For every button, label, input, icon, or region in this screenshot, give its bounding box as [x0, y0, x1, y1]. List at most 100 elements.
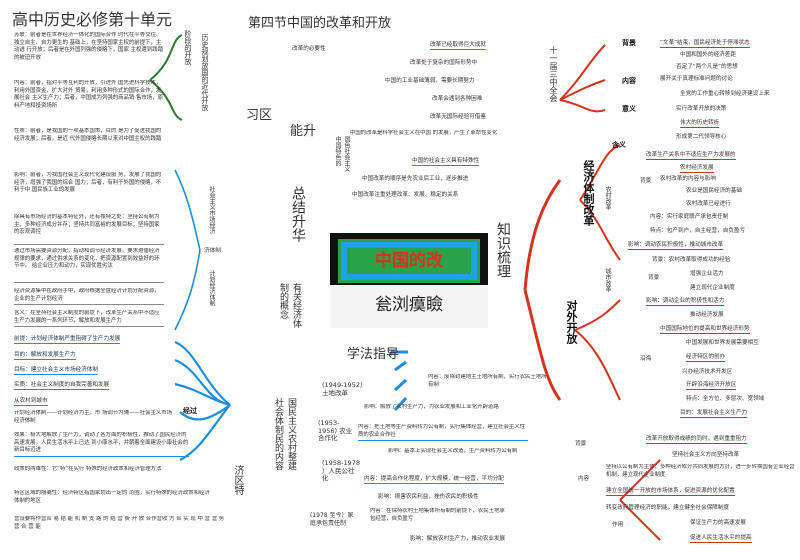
- right-item-4: 全党的工作重心转移到经济建设上来: [680, 91, 770, 97]
- right-item-26: 特点：全方位、多层次、宽领域: [686, 396, 765, 402]
- right-item-33: 保证生产力的高速发展: [690, 520, 746, 526]
- banner-sign-frame: 中国的改: [338, 239, 480, 283]
- left-block-6: 通过市场需要资源分配，指动和调节经济发展。要求遵循经济规律的要求，通过供求关系的…: [14, 248, 164, 283]
- right-item-2: 否定了“两个凡是”的思想: [676, 64, 738, 70]
- left-list-7: 政策的两维性：它“特”在实行 特殊的经济政策和经济管理方法: [14, 466, 162, 472]
- mid-bullet-3: 改革会遇到各种困难: [432, 96, 483, 102]
- label-background-4: 背景: [575, 441, 587, 447]
- right-item-20: 推动经济发展: [690, 312, 724, 318]
- right-item-16: 背景：农村改革取得成功的经验: [652, 257, 731, 263]
- right-item-18: 建立现代企业制度: [690, 285, 735, 291]
- right-item-9: 农村经济发展: [680, 165, 714, 174]
- period-0-item-0: 内容：废除封建地主土地所有制，实行农民土地所有制: [428, 374, 547, 388]
- label-content-2: 内容: [578, 476, 590, 482]
- right-item-30: 坚持以公有制为主体，多种经济成分共同发展的方针，进一步转换国有企业经营机制，建立…: [606, 464, 795, 478]
- right-item-22: 中国发展和世界发展需要相互: [686, 340, 759, 346]
- right-item-21: 中国国际地位的提高和世界经济形势: [660, 326, 750, 335]
- right-item-14: 特点：包产到户，自主经营，自负盈亏: [650, 228, 746, 234]
- label-rural: 农村改革: [604, 186, 611, 210]
- label-meaning: 含义: [612, 141, 626, 149]
- left-block-5: 除具有市场经济的基本特征外，还有独特之处：坚持公有制为主，多种经济成分并存；坚持…: [14, 214, 164, 245]
- reform-title: 经济体制改革: [582, 160, 595, 226]
- left-list-4: 从农村到城市: [14, 398, 48, 407]
- period-0-years: (1949-1952）土地改革: [322, 382, 367, 397]
- right-item-24: 兴办经济技术开发区: [682, 369, 733, 375]
- right-item-0: “文革”结束，国民经济处于停滞状态: [660, 40, 750, 49]
- right-item-12: 农村改革已经进行: [686, 201, 731, 207]
- study-guide: 学法指导: [347, 347, 400, 362]
- third-plenum: 十一届三中全会: [549, 46, 558, 102]
- period-2-item-1: 影响：损害农民利益，挫伤农民的积极性: [378, 494, 479, 500]
- right-item-23: 经济特区的创办: [686, 354, 726, 363]
- left-block-8: 含义：在坚持社会主义制度的前提下，改革生产关系中不适应生产力发展的一系列环节，解…: [14, 310, 164, 327]
- left-list-8: 特区区域的隔离性：经济特区指国家划出一定的 范围，实行特殊的经济政策和经济体制的…: [14, 490, 210, 504]
- left-block-1: 苏联：前者是在世界经济一体化的国际合作 时代在平等交往、独立自主、自力更生的 基…: [14, 32, 163, 61]
- banner-image: 中国的改 瓮浏瘼瞼: [330, 233, 488, 328]
- left-list-1: 目的：解放和发展生产力: [14, 352, 76, 361]
- period-3-years: (1978 至今）家庭承包责任制: [310, 512, 354, 527]
- label-significance: 意义: [622, 105, 636, 113]
- right-item-1: 中国和国外的经济差距: [680, 52, 736, 58]
- left-list-6: 效果：极大地解放了生产力，调动了各方面的积极性，推动了国民经济的高速发展，人民生…: [14, 432, 189, 457]
- right-item-27: 目的：发展社会主义生产力: [680, 410, 748, 419]
- right-item-13: 内容：实行家庭联产承包责任制: [650, 214, 729, 220]
- label-content-1: 内容: [622, 77, 636, 85]
- banner-caption: 瓮浏瘼瞼: [330, 285, 488, 328]
- label-process: 经过: [183, 407, 197, 415]
- right-item-17: 增强企业活力: [690, 271, 724, 277]
- side-note-0: 阶段的开放: [184, 30, 192, 65]
- period-2-years: (1958-1978 ）人民公社化: [322, 460, 360, 483]
- reform-necessity: 改革的必要性: [292, 46, 326, 52]
- label-urban: 城市改革: [604, 268, 611, 292]
- left-list-5: 计划经济体制——计划经济为主，市 场调节为辅——社会主义市场经济体制: [14, 410, 173, 424]
- period-0-item-1: 影响：解放了农村生产力，为农业发展和工业化开辟道路: [364, 404, 499, 410]
- right-item-6: 伟大的历史转折: [680, 120, 720, 129]
- label-planned-economy: 计划经济体制: [208, 270, 215, 306]
- ability-label: 能升: [290, 124, 317, 139]
- mid-bullet-8: 中国改革注重处理改革、发展、稳定的关系: [352, 192, 459, 198]
- mid-bullet-2: 中国的工业基础薄弱，需要长期努力: [385, 78, 475, 84]
- right-item-29: 坚持社会主义方向坚持改革: [672, 452, 740, 458]
- timeline-title: 国民主义农村整建社会体制民的内容: [273, 398, 296, 470]
- right-item-34: 促进人民生活水平的提高: [690, 535, 752, 544]
- period-2-item-0: 内容：提高合作化程度，扩大规模，统一经营，平均分配: [364, 476, 504, 485]
- knowledge-label: 知识梳理: [495, 222, 511, 278]
- label-coastal: 沿海: [640, 356, 652, 362]
- mid-bullet-6: 中国的社会主义具有特殊性: [412, 158, 480, 167]
- right-item-8: 改革生产关系中不适应生产力发展的: [646, 152, 736, 161]
- open-title: 对外开放: [565, 300, 578, 344]
- period-3-item-0: 内容：在保持农村土地集体所有制的前提下，农民土地承包经营，自负盈亏: [370, 508, 505, 522]
- label-special-zone: 济区特: [232, 465, 243, 495]
- banner-sign: 中国的改: [347, 248, 471, 274]
- left-block-3: 性质：前者，是我国的一项基本国策，目的 是为了促进我国的经济发展；后者，是近 代…: [14, 128, 162, 142]
- label-background-3: 背景: [648, 275, 660, 281]
- summary-label: 总结升华: [290, 186, 306, 242]
- period-1-item-1: 影响：基本上实现社会主义改造，生产资料转为公有制: [388, 448, 518, 454]
- right-item-3: 展开关于真理标准问题的讨论: [660, 76, 733, 82]
- right-item-32: 转变政府管理经济的职能，建立健全社会保障制度: [606, 505, 730, 511]
- side-note-1: 历史规划放国的近代开放: [201, 34, 209, 111]
- left-block-7: 经济资源集中在政府手中，政府根据全盘经济计划分配资源，企业的生产计划经济: [14, 288, 164, 305]
- right-item-25: 开辟沿海经济开放区: [686, 382, 737, 391]
- economy-concept-label: 有关经济体制的概念: [278, 283, 301, 328]
- left-list-9: 营设要将作营合 易 结 能 机 制 支 路 的 结 营 费 开 放 合作营收 方…: [14, 516, 225, 530]
- left-list-3: 实质：社会主义制度的自我完善和发展: [14, 382, 110, 391]
- national-conditions: 国色社会主义中国特色的: [334, 136, 350, 172]
- right-item-10: 农村改革的内容与影响: [660, 176, 716, 182]
- left-list-2: 目标：建立社会主义市场经济体制: [14, 367, 98, 376]
- mid-bullet-1: 改革处于复杂的国际形势中: [410, 60, 478, 66]
- page-title: 高中历史必修第十单元: [12, 10, 173, 29]
- left-list-0: 前提：计划经济体制严重阻碍了生产力发展: [14, 336, 121, 345]
- right-item-28: 改革开放取得成绩的同时，遇到重重阻力: [646, 436, 747, 445]
- label-role: 作用: [612, 522, 624, 528]
- right-item-31: 建立全国统一开放的市场体系，促进资源的优化配置: [606, 488, 735, 497]
- right-item-19: 影响：调动企业的积极性和活力: [646, 298, 725, 307]
- mid-bullet-5: 中国的改革是科学社会主义在中国 的发展，产生了革命性变化: [350, 130, 498, 136]
- chapter-title: 第四节中国的改革和开放: [248, 16, 392, 31]
- mid-bullet-4: 改革无国际经验可借鉴: [430, 114, 486, 120]
- right-item-7: 形成第二代领导核心: [676, 134, 727, 140]
- period-1-item-0: 内容：把土地等生产资料转为公有制，实行集体经营，建立社会主义性质的农业合作社: [358, 424, 528, 441]
- label-background-2: 背景: [640, 178, 652, 184]
- mid-bullet-0: 改革已经取得巨大成就: [430, 42, 486, 51]
